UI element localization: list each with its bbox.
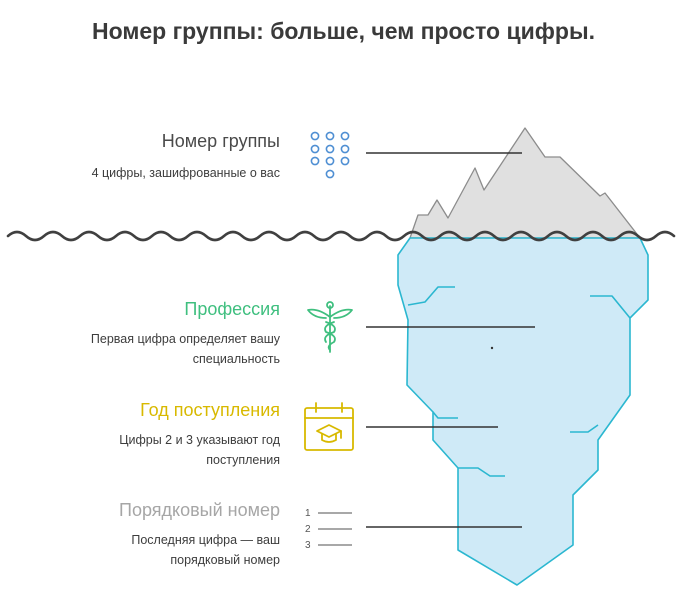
diagram-title: Номер группы: больше, чем просто цифры.	[92, 18, 595, 44]
caduceus-icon	[307, 301, 353, 353]
calendar-graduation-icon	[304, 402, 354, 451]
stray-dot	[490, 346, 494, 350]
description-profession: Первая цифра определяет вашу специальнос…	[90, 332, 280, 366]
numbered-list-icon: 1 2 3	[305, 508, 352, 551]
heading-group-number: Номер группы	[161, 131, 280, 151]
item-profession: Профессия Первая цифра определяет вашу с…	[20, 299, 280, 369]
iceberg-tip	[409, 127, 641, 239]
heading-serial-number: Порядковый номер	[119, 500, 280, 520]
description-enrollment-year: Цифры 2 и 3 указывают год поступления	[119, 433, 280, 467]
dots-grid-icon	[310, 131, 350, 179]
list-number-1: 1	[305, 508, 311, 519]
list-number-3: 3	[305, 540, 311, 551]
heading-profession: Профессия	[184, 299, 280, 319]
heading-enrollment-year: Год поступления	[140, 400, 280, 420]
description-serial-number: Последняя цифра — ваш порядковый номер	[131, 533, 280, 567]
iceberg-cracks	[407, 286, 631, 477]
item-enrollment-year: Год поступления Цифры 2 и 3 указывают го…	[20, 400, 280, 470]
item-serial-number: Порядковый номер Последняя цифра — ваш п…	[20, 500, 280, 570]
list-number-2: 2	[305, 524, 311, 535]
iceberg-body	[397, 237, 649, 586]
item-group-number: Номер группы 4 цифры, зашифрованные о ва…	[20, 131, 280, 183]
water-line	[6, 230, 676, 242]
description-group-number: 4 цифры, зашифрованные о вас	[91, 166, 280, 180]
